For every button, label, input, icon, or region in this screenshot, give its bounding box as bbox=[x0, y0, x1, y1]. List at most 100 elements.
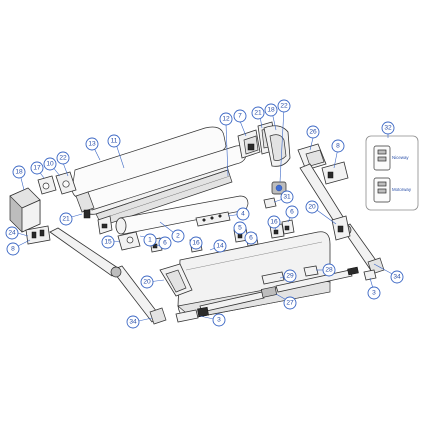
bracket-15 bbox=[117, 231, 141, 251]
svg-text:6: 6 bbox=[163, 240, 167, 247]
callout-22-left: 22 bbox=[56, 151, 70, 165]
right-bracket-20 bbox=[331, 215, 351, 241]
callout-11: 11 bbox=[107, 134, 121, 148]
callout-34-right: 34 bbox=[390, 270, 404, 284]
svg-text:21: 21 bbox=[254, 110, 262, 117]
callout-8-right: 8 bbox=[331, 139, 345, 153]
callout-17: 17 bbox=[30, 161, 44, 175]
svg-text:16: 16 bbox=[270, 219, 278, 226]
svg-text:13: 13 bbox=[88, 141, 96, 148]
left-arm bbox=[49, 227, 167, 325]
callout-27: 27 bbox=[283, 296, 297, 310]
callout-12: 12 bbox=[219, 112, 233, 126]
callout-16-center: 16 bbox=[189, 236, 203, 250]
remote-control-box: Niceway Motorway bbox=[365, 135, 419, 211]
svg-text:20: 20 bbox=[308, 204, 316, 211]
svg-text:26: 26 bbox=[309, 129, 317, 136]
callout-14: 14 bbox=[213, 239, 227, 253]
svg-text:27: 27 bbox=[286, 300, 294, 307]
remote-label-motorway: Motorway bbox=[392, 187, 412, 192]
svg-text:17: 17 bbox=[33, 165, 41, 172]
callout-10: 10 bbox=[43, 157, 57, 171]
svg-text:11: 11 bbox=[111, 138, 118, 145]
svg-text:24: 24 bbox=[8, 230, 16, 237]
clip-6-right bbox=[281, 219, 295, 235]
callout-13: 13 bbox=[85, 137, 99, 151]
svg-text:7: 7 bbox=[238, 113, 242, 120]
callout-15: 15 bbox=[101, 235, 115, 249]
svg-text:3: 3 bbox=[372, 290, 376, 297]
svg-text:21: 21 bbox=[62, 216, 70, 223]
svg-text:34: 34 bbox=[129, 319, 137, 326]
callout-7: 7 bbox=[233, 109, 247, 123]
callout-24: 24 bbox=[5, 226, 19, 240]
svg-text:6: 6 bbox=[290, 209, 294, 216]
callout-18-left: 18 bbox=[12, 165, 26, 179]
svg-text:14: 14 bbox=[216, 243, 224, 250]
right-bracket-7 bbox=[237, 129, 261, 159]
left-bracket-parts bbox=[37, 171, 113, 235]
leader-lines bbox=[13, 107, 397, 323]
callout-6-left: 6 bbox=[158, 236, 172, 250]
spring-clip-28 bbox=[303, 265, 319, 277]
callout-6-right: 6 bbox=[285, 205, 299, 219]
clip-31 bbox=[263, 197, 277, 209]
callout-18-top: 18 bbox=[264, 103, 278, 117]
svg-text:31: 31 bbox=[283, 194, 291, 201]
svg-text:1: 1 bbox=[148, 237, 152, 244]
svg-text:20: 20 bbox=[143, 279, 151, 286]
right-cap-26 bbox=[297, 143, 327, 171]
svg-text:16: 16 bbox=[192, 240, 200, 247]
right-bracket-8 bbox=[321, 161, 349, 185]
callout-2: 2 bbox=[171, 229, 185, 243]
svg-text:28: 28 bbox=[325, 267, 333, 274]
svg-text:18: 18 bbox=[15, 169, 23, 176]
svg-text:2: 2 bbox=[176, 233, 180, 240]
callout-34-left: 34 bbox=[126, 315, 140, 329]
svg-text:6: 6 bbox=[249, 235, 253, 242]
left-end-cap-18 bbox=[9, 187, 41, 233]
callout-22-top: 22 bbox=[277, 99, 291, 113]
callouts: 13 11 12 7 21 18 22 26 8 32 18 17 10 22 … bbox=[5, 99, 404, 329]
callout-20-bottom: 20 bbox=[140, 275, 154, 289]
svg-text:15: 15 bbox=[104, 239, 112, 246]
svg-text:22: 22 bbox=[280, 103, 288, 110]
end-clip-3-bottom bbox=[175, 306, 209, 323]
svg-text:3: 3 bbox=[217, 317, 221, 324]
svg-text:18: 18 bbox=[267, 107, 275, 114]
end-clip-3-right bbox=[363, 269, 377, 281]
mounting-strip-4 bbox=[195, 211, 231, 227]
callout-3-bottom: 3 bbox=[212, 313, 226, 327]
svg-text:12: 12 bbox=[222, 116, 230, 123]
svg-text:34: 34 bbox=[393, 274, 401, 281]
callout-21-top: 21 bbox=[251, 106, 265, 120]
callout-31: 31 bbox=[280, 190, 294, 204]
callout-32: 32 bbox=[381, 121, 395, 135]
callout-8-left: 8 bbox=[6, 242, 20, 256]
callout-3-right: 3 bbox=[367, 286, 381, 300]
svg-text:32: 32 bbox=[384, 125, 392, 132]
callout-4: 4 bbox=[236, 207, 250, 221]
callout-21-left: 21 bbox=[59, 212, 73, 226]
callout-1: 1 bbox=[143, 233, 157, 247]
callout-6-center: 6 bbox=[244, 231, 258, 245]
end-cover-18 bbox=[263, 125, 291, 167]
callout-16-right: 16 bbox=[267, 215, 281, 229]
svg-text:29: 29 bbox=[286, 273, 294, 280]
callout-28: 28 bbox=[322, 263, 336, 277]
callout-26: 26 bbox=[306, 125, 320, 139]
svg-text:8: 8 bbox=[11, 246, 15, 253]
svg-text:5: 5 bbox=[238, 225, 242, 232]
bottom-bracket-20 bbox=[159, 263, 193, 297]
svg-text:22: 22 bbox=[59, 155, 67, 162]
bracket-24 bbox=[25, 225, 51, 245]
svg-text:10: 10 bbox=[46, 161, 54, 168]
motor-22 bbox=[271, 181, 287, 195]
callout-20-right: 20 bbox=[305, 200, 319, 214]
callout-29: 29 bbox=[283, 269, 297, 283]
svg-text:4: 4 bbox=[241, 211, 245, 218]
remote-label-niceway: Niceway bbox=[392, 155, 409, 160]
callout-5: 5 bbox=[233, 221, 247, 235]
spring-clip-29 bbox=[261, 271, 285, 285]
